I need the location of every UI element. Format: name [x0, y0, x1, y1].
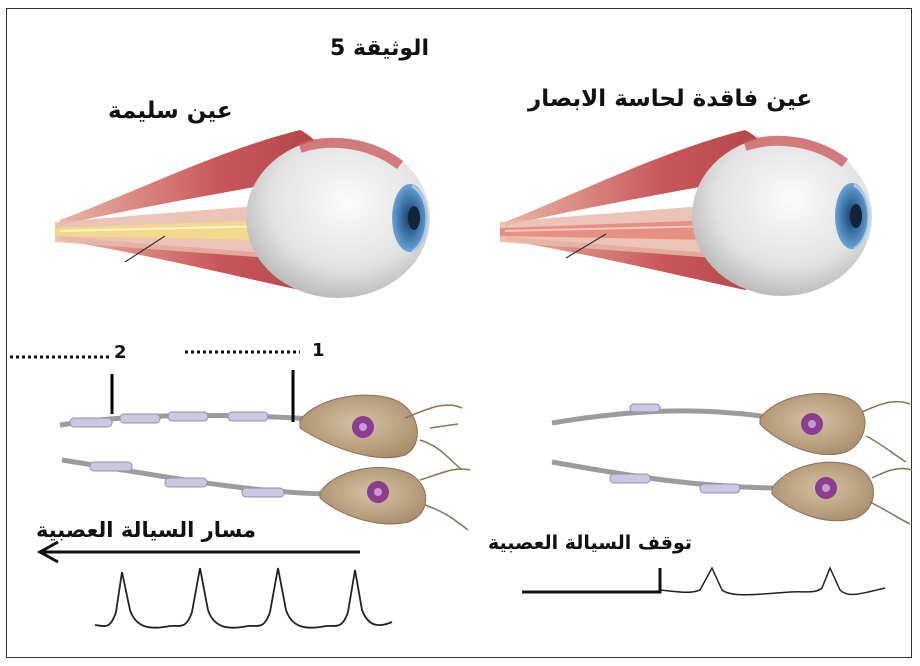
- neuron-nucleolus: [359, 423, 367, 431]
- impulse-direction-arrow: [40, 542, 360, 562]
- blind-eye-label: عين فاقدة لحاسة الابصار: [528, 86, 812, 112]
- impulse-path-label: مسار السيالة العصبية: [36, 518, 256, 542]
- blind-axon-bottom: [552, 462, 785, 488]
- healthy-eye-label: عين سليمة: [108, 98, 233, 124]
- neuron-dendrites: [420, 469, 470, 530]
- myelin-segment: [610, 474, 650, 483]
- myelin-segment: [70, 418, 112, 427]
- neuron-nucleolus: [374, 488, 382, 496]
- myelin-segment: [168, 412, 208, 421]
- myelin-segment: [700, 484, 740, 493]
- neuron-nucleolus: [808, 420, 816, 428]
- blind-neuron-bottom: [552, 462, 912, 524]
- myelin-segment: [90, 462, 132, 471]
- stopped-impulse-trace: [522, 568, 885, 595]
- neuron-dendrites: [862, 402, 910, 462]
- impulse-stop-label: توقف السيالة العصبية: [488, 532, 692, 554]
- myelin-segment: [242, 488, 284, 497]
- myelin-segment: [120, 414, 160, 423]
- document-title: الوثيقة 5: [330, 36, 429, 61]
- myelin-segment: [228, 412, 268, 421]
- point-1-label: 1: [312, 340, 325, 361]
- neuron-nucleolus: [822, 484, 830, 492]
- blind-eye-pupil: [850, 204, 862, 228]
- blind-axon-top: [552, 411, 775, 423]
- point-2-label: 2: [114, 342, 127, 363]
- blind-neuron-top: [552, 394, 910, 462]
- healthy-action-potential-trace: [95, 568, 392, 628]
- healthy-eye-illustration: [55, 130, 430, 298]
- neuron-dendrites: [870, 468, 912, 524]
- myelin-segment: [165, 478, 207, 487]
- healthy-neuron-top: [60, 370, 462, 470]
- myelin-segment: [630, 404, 660, 412]
- healthy-eye-pupil: [408, 206, 420, 230]
- blind-eye-illustration: [500, 130, 872, 296]
